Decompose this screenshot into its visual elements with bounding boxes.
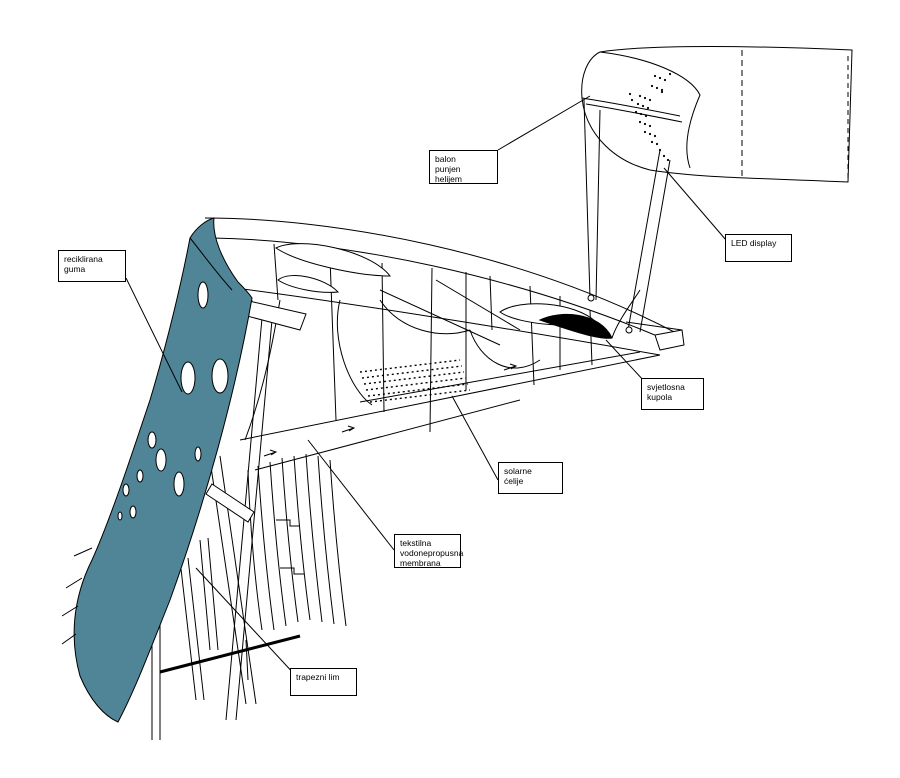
label-led-display-line-1: LED display <box>731 238 777 248</box>
roof-frame <box>204 217 685 471</box>
label-textile-membrane-line-2: vodonepropusna <box>400 548 464 558</box>
light-domes <box>275 243 641 339</box>
solar-cells <box>359 359 471 403</box>
recycled-rubber-panel <box>61 217 253 723</box>
label-recycled-rubber-line-1: reciklirana <box>64 254 103 264</box>
label-trapezoid-sheet: trapezni lim <box>290 668 357 696</box>
label-helium-balloon-line-1: balon <box>435 154 456 164</box>
label-recycled-rubber: reciklirana guma <box>58 250 126 282</box>
label-helium-balloon: balon punjen helijem <box>429 150 498 184</box>
label-recycled-rubber-line-2: guma <box>64 264 86 274</box>
label-light-dome: svjetlosna kupola <box>641 378 704 410</box>
label-solar-cells-line-1: solarne <box>504 466 532 476</box>
led-dot-matrix <box>628 72 672 162</box>
label-solar-cells-line-2: ćelije <box>504 476 524 486</box>
label-helium-balloon-line-2: punjen <box>435 164 461 174</box>
label-textile-membrane-line-3: membrana <box>400 558 441 568</box>
label-solar-cells: solarne ćelije <box>498 462 563 494</box>
support-legs <box>151 297 307 740</box>
helium-balloon <box>581 46 853 333</box>
textile-membrane-slats <box>247 453 347 631</box>
leader-lines <box>125 95 727 677</box>
label-light-dome-line-2: kupola <box>647 392 673 402</box>
label-light-dome-line-1: svjetlosna <box>647 382 685 392</box>
label-led-display: LED display <box>725 234 792 262</box>
label-textile-membrane: tekstilna vodonepropusna membrana <box>394 534 464 568</box>
label-helium-balloon-line-3: helijem <box>435 174 462 184</box>
label-trapezoid-sheet-line-1: trapezni lim <box>296 672 340 682</box>
label-textile-membrane-line-1: tekstilna <box>400 538 432 548</box>
